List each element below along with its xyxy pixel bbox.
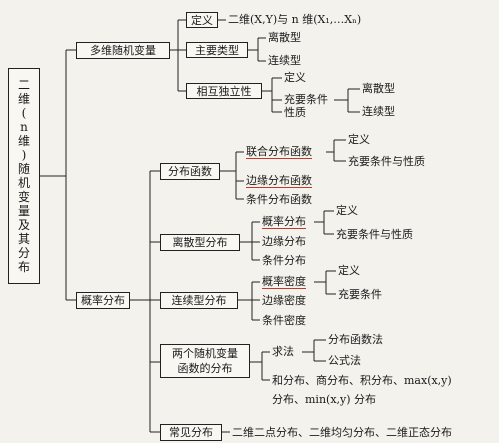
- root-char: 维: [17, 134, 30, 148]
- independence-sub-item: 离散型: [362, 82, 395, 95]
- independence-node: 相互独立性: [186, 83, 262, 99]
- independence-item: 性质: [284, 106, 306, 119]
- root-char: 分: [17, 246, 30, 260]
- continuous-sub-item: 充要条件: [338, 288, 382, 301]
- common-dist-text: 二维二点分布、二维均匀分布、二维正态分布: [232, 426, 452, 439]
- continuous-item-conditional: 条件密度: [262, 314, 306, 327]
- root-char: 变: [17, 190, 30, 204]
- dist-func-item-joint: 联合分布函数: [246, 145, 312, 159]
- continuous-dist-node: 连续型分布: [160, 292, 238, 309]
- common-dist-node: 常见分布: [160, 424, 222, 441]
- discrete-sub-item: 充要条件与性质: [336, 228, 413, 241]
- independence-sub-item: 连续型: [362, 105, 395, 118]
- definition-text: 二维(X,Y)与 n 维(X₁,…Xₙ): [228, 13, 362, 26]
- discrete-item-marginal: 边缘分布: [262, 235, 306, 248]
- func-dist-method-item: 分布函数法: [328, 333, 383, 346]
- dist-func-sub-item: 定义: [348, 133, 370, 146]
- root-char: n: [20, 120, 28, 134]
- definition-node: 定义: [186, 12, 218, 28]
- dist-func-item-marginal: 边缘分布函数: [246, 174, 312, 188]
- main-type-item: 离散型: [268, 31, 301, 44]
- func-dist-method: 求法: [272, 345, 294, 358]
- root-char: 量: [17, 204, 30, 218]
- func-dist-method-item: 公式法: [328, 354, 361, 367]
- discrete-sub-item: 定义: [336, 204, 358, 217]
- prob-dist-node: 概率分布: [76, 292, 130, 309]
- dist-func-item-conditional: 条件分布函数: [246, 193, 312, 206]
- discrete-item-conditional: 条件分布: [262, 254, 306, 267]
- root-char: 随: [17, 162, 30, 176]
- root-char: 二: [17, 78, 30, 92]
- main-types-node: 主要类型: [186, 42, 248, 58]
- dist-func-node: 分布函数: [160, 163, 220, 180]
- func-dist-extra-line1: 和分布、商分布、积分布、max(x,y): [272, 374, 452, 387]
- func-dist-node: 两个随机变量 函数的分布: [160, 344, 250, 378]
- func-dist-label-line1: 两个随机变量: [172, 347, 238, 360]
- independence-item: 充要条件: [284, 93, 328, 106]
- independence-item: 定义: [284, 71, 306, 84]
- root-char: 维: [17, 92, 30, 106]
- func-dist-label-line2: 函数的分布: [177, 362, 233, 375]
- continuous-sub-item: 定义: [338, 264, 360, 277]
- func-dist-extra-line2: 分布、min(x,y) 分布: [272, 393, 377, 406]
- dist-func-sub-item: 充要条件与性质: [348, 155, 425, 168]
- root-char: (: [21, 106, 27, 120]
- root-char: 布: [17, 260, 30, 274]
- continuous-item-marginal: 边缘密度: [262, 294, 306, 307]
- root-char: 其: [17, 232, 30, 246]
- multivar-node: 多维随机变量: [76, 42, 170, 59]
- discrete-dist-node: 离散型分布: [160, 234, 240, 251]
- root-char: 及: [17, 218, 30, 232]
- discrete-item-prob: 概率分布: [262, 215, 306, 229]
- main-type-item: 连续型: [268, 54, 301, 67]
- root-char: 机: [17, 176, 30, 190]
- root-char: ): [21, 148, 27, 162]
- continuous-item-density: 概率密度: [262, 275, 306, 289]
